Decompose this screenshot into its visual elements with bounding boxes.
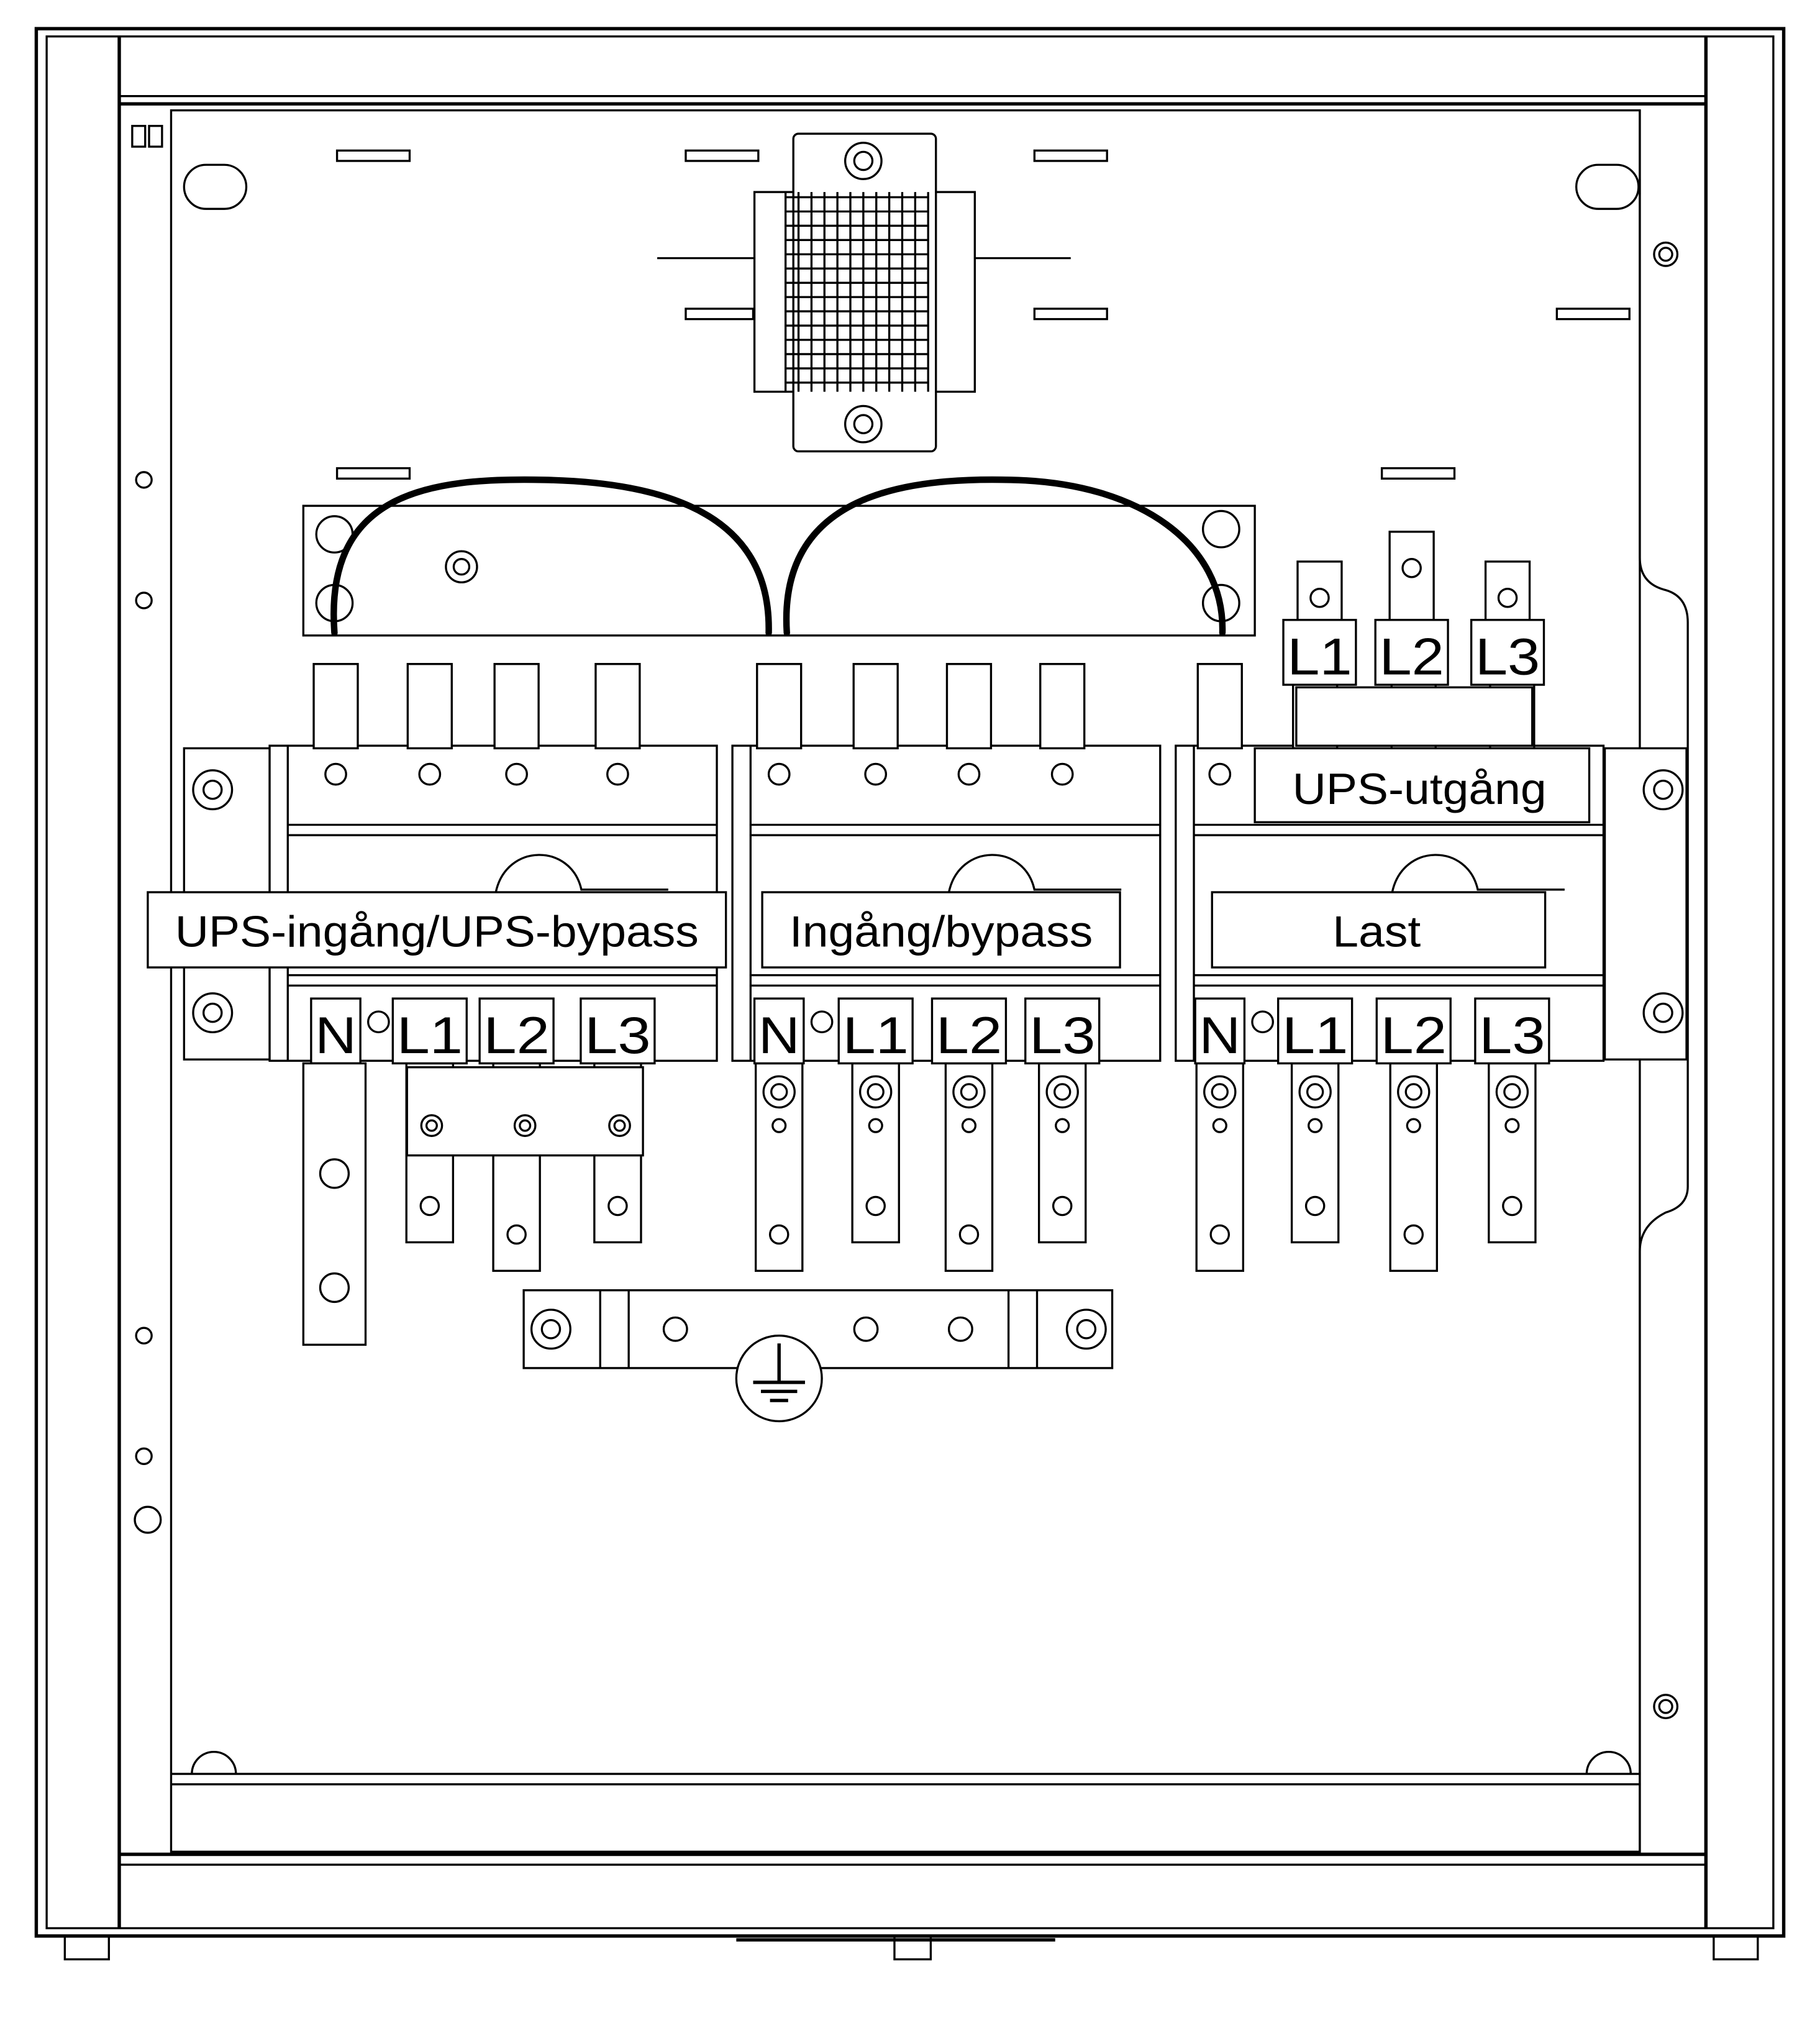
- top-lug: [493, 663, 540, 750]
- svg-text:N: N: [758, 1006, 800, 1064]
- svg-text:L2: L2: [1381, 1006, 1447, 1064]
- top-lug: [406, 663, 453, 750]
- switch-handle[interactable]: [947, 854, 1122, 893]
- terminal-n: N: [310, 997, 362, 1065]
- terminal-l2: L2: [930, 997, 1008, 1065]
- label-load: Last: [1211, 891, 1547, 969]
- protective-earth-icon: [735, 1335, 823, 1423]
- svg-text:L3: L3: [1479, 1006, 1545, 1064]
- svg-text:UPS-ingång/UPS-bypass: UPS-ingång/UPS-bypass: [175, 908, 699, 957]
- svg-text:L1: L1: [397, 1006, 463, 1064]
- enclosure-frame: [34, 27, 1786, 1961]
- terminal-l1: L1: [1277, 997, 1354, 1065]
- terminal-l2: L2: [1375, 997, 1452, 1065]
- ups-output-terminals: L1 L2 L3: [1282, 531, 1545, 747]
- label-ups-output: UPS-utgång: [1254, 747, 1591, 823]
- neutral-busbar: [302, 1062, 367, 1346]
- svg-text:N: N: [1199, 1006, 1240, 1064]
- svg-text:N: N: [315, 1006, 357, 1064]
- jumper-cable-1: [330, 476, 772, 636]
- bottom-busbar: [1195, 1062, 1245, 1272]
- top-lug: [594, 663, 641, 750]
- switch-handle[interactable]: [494, 854, 668, 893]
- terminal-l1: L1: [391, 997, 468, 1065]
- jumper-cable-2: [783, 476, 1226, 636]
- top-lug: [1039, 663, 1086, 750]
- terminal-l3: L3: [580, 997, 656, 1065]
- top-lug: [852, 663, 899, 750]
- mounting-plate: [131, 109, 1689, 1853]
- bottom-busbar: [1389, 1062, 1438, 1272]
- svg-text:L2: L2: [483, 1006, 549, 1064]
- svg-text:L2: L2: [936, 1006, 1002, 1064]
- ups-output-terminal-l2: L2: [1374, 531, 1449, 686]
- svg-text:L3: L3: [1475, 627, 1540, 685]
- switch-handle[interactable]: [1391, 854, 1565, 893]
- svg-text:L1: L1: [842, 1006, 908, 1064]
- terminal-n: N: [753, 997, 805, 1065]
- svg-text:L1: L1: [1287, 627, 1352, 685]
- svg-text:L1: L1: [1282, 1006, 1348, 1064]
- top-lug: [756, 663, 803, 750]
- top-lug: [1196, 663, 1243, 750]
- bottom-busbar: [754, 1062, 804, 1272]
- svg-text:UPS-utgång: UPS-utgång: [1293, 765, 1547, 814]
- svg-text:Last: Last: [1332, 908, 1421, 957]
- terminal-n: N: [1194, 997, 1246, 1065]
- ups-output-terminal-l1: L1: [1282, 560, 1357, 686]
- terminal-l2: L2: [478, 997, 555, 1065]
- label-ups-input-bypass: UPS-ingång/UPS-bypass: [147, 891, 727, 969]
- ground-bar: [522, 1289, 1114, 1423]
- neutral-bridge: [406, 1066, 644, 1157]
- svg-text:L2: L2: [1379, 627, 1444, 685]
- terminal-l1: L1: [837, 997, 914, 1065]
- svg-text:L3: L3: [585, 1006, 650, 1064]
- top-lug: [945, 663, 993, 750]
- top-lug: [312, 663, 359, 750]
- control-terminal-block: [657, 132, 1071, 453]
- terminal-l3: L3: [1474, 997, 1550, 1065]
- label-input-bypass: Ingång/bypass: [761, 891, 1121, 969]
- ups-output-terminal-l3: L3: [1470, 560, 1545, 686]
- bottom-busbar: [944, 1062, 994, 1272]
- svg-text:L3: L3: [1029, 1006, 1095, 1064]
- svg-text:Ingång/bypass: Ingång/bypass: [789, 908, 1093, 957]
- terminal-l3: L3: [1024, 997, 1101, 1065]
